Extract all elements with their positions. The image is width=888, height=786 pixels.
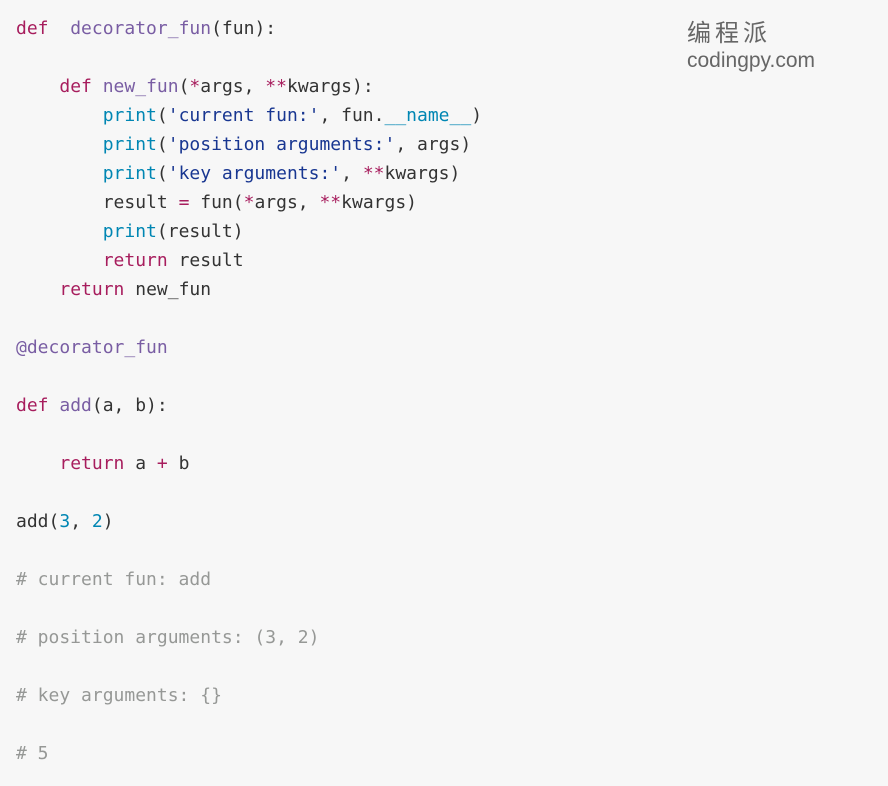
keyword: def [16, 395, 49, 416]
code-line [16, 478, 482, 507]
code-text: result [16, 192, 179, 213]
watermark: 编程派 codingpy.com [687, 18, 815, 74]
code-text [16, 279, 59, 300]
code-text [16, 453, 59, 474]
code-text [49, 18, 71, 39]
function-name: new_fun [102, 76, 179, 97]
code-text: kwargs) [341, 192, 418, 213]
string-literal: 'current fun:' [167, 105, 320, 126]
code-text [16, 163, 103, 184]
operator: ** [265, 76, 287, 97]
code-line [16, 420, 482, 449]
operator: ** [362, 163, 385, 184]
comment: # key arguments: {} [16, 685, 222, 706]
code-line: # current fun: add [16, 565, 482, 594]
code-line: return a + b [16, 449, 482, 478]
number-literal: 3 [59, 511, 71, 532]
code-text [16, 250, 103, 271]
code-text: ) [471, 105, 483, 126]
number-literal: 2 [91, 511, 103, 532]
operator: ** [319, 192, 342, 213]
code-text: result [167, 250, 244, 271]
code-text [49, 395, 60, 416]
comment: # position arguments: (3, 2) [16, 627, 320, 648]
code-line: return new_fun [16, 275, 482, 304]
builtin: print [102, 163, 157, 184]
code-line: def new_fun(*args, **kwargs): [16, 72, 482, 101]
code-line [16, 536, 482, 565]
code-line: result = fun(*args, **kwargs) [16, 188, 482, 217]
code-line: print(result) [16, 217, 482, 246]
watermark-site: codingpy.com [687, 49, 816, 72]
code-text: kwargs): [286, 76, 374, 97]
code-text: , [341, 163, 363, 184]
keyword: def [59, 76, 92, 97]
code-text: new_fun [124, 279, 212, 300]
builtin: print [102, 221, 157, 242]
code-text: a [124, 453, 157, 474]
code-line [16, 304, 482, 333]
code-text: args, [200, 76, 266, 97]
code-line: print('current fun:', fun.__name__) [16, 101, 482, 130]
code-line: add(3, 2) [16, 507, 482, 536]
code-line: # 5 [16, 739, 482, 768]
watermark-chinese: 编程派 [687, 19, 771, 47]
function-name: decorator_fun [70, 18, 212, 39]
code-text: ( [178, 76, 190, 97]
string-literal: 'position arguments:' [167, 134, 396, 155]
keyword: def [16, 18, 49, 39]
code-text: , args) [395, 134, 472, 155]
code-text [16, 221, 103, 242]
comment: # current fun: add [16, 569, 212, 590]
code-line [16, 710, 482, 739]
code-text: , fun. [319, 105, 385, 126]
operator: = [178, 192, 190, 213]
builtin: __name__ [384, 105, 472, 126]
code-text: ( [156, 105, 168, 126]
code-text: b [167, 453, 190, 474]
code-text: add( [16, 511, 60, 532]
code-line: # key arguments: {} [16, 681, 482, 710]
code-line [16, 652, 482, 681]
code-line: def add(a, b): [16, 391, 482, 420]
decorator: @decorator_fun [16, 337, 168, 358]
keyword: return [59, 279, 125, 300]
code-line: print('key arguments:', **kwargs) [16, 159, 482, 188]
keyword: return [59, 453, 125, 474]
code-text [16, 76, 59, 97]
code-text: (fun): [211, 18, 277, 39]
code-line [16, 594, 482, 623]
code-text: ( [156, 134, 168, 155]
code-text: kwargs) [384, 163, 461, 184]
code-text [16, 134, 103, 155]
operator: + [156, 453, 168, 474]
code-line: # position arguments: (3, 2) [16, 623, 482, 652]
code-line: def decorator_fun(fun): [16, 14, 482, 43]
comment: # 5 [16, 743, 49, 764]
code-text [16, 105, 103, 126]
code-block: def decorator_fun(fun): def new_fun(*arg… [16, 14, 482, 768]
code-line [16, 362, 482, 391]
string-literal: 'key arguments:' [167, 163, 342, 184]
code-text: (result) [156, 221, 244, 242]
builtin: print [102, 134, 157, 155]
code-text: ( [156, 163, 168, 184]
builtin: print [102, 105, 157, 126]
keyword: return [102, 250, 168, 271]
code-text: ) [102, 511, 114, 532]
function-name: add [59, 395, 92, 416]
code-line: print('position arguments:', args) [16, 130, 482, 159]
code-line: @decorator_fun [16, 333, 482, 362]
code-line: return result [16, 246, 482, 275]
code-text: args, [254, 192, 320, 213]
code-text: fun( [189, 192, 244, 213]
operator: * [189, 76, 201, 97]
code-text [92, 76, 103, 97]
code-text: , [70, 511, 92, 532]
operator: * [243, 192, 255, 213]
code-line [16, 43, 482, 72]
code-text: (a, b): [91, 395, 168, 416]
